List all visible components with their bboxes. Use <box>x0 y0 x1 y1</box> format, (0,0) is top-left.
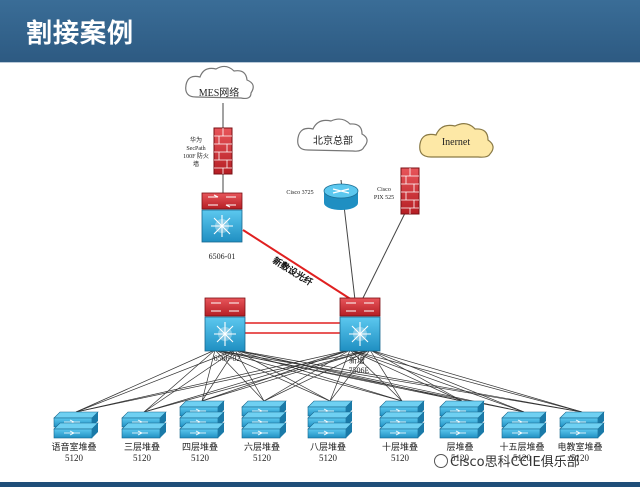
cloud-mes-label: MES网络 <box>199 86 240 99</box>
stack-name: 语音室堆叠 <box>51 441 96 452</box>
svg-text:墙: 墙 <box>193 160 199 168</box>
stack-name: 十五层堆叠 <box>499 441 544 452</box>
stack-switch-icon <box>179 400 225 439</box>
stack-name: 电教室堆叠 <box>557 441 602 452</box>
svg-text:7506E: 7506E <box>349 366 370 375</box>
access-links <box>75 349 583 413</box>
stack-switch-icon <box>559 411 605 439</box>
stack-model: 5120 <box>451 453 470 463</box>
stack-name: 四层堆叠 <box>182 442 218 452</box>
router-icon <box>323 183 359 210</box>
svg-text:Cisco: Cisco <box>377 187 391 193</box>
stack-name: 六层堆叠 <box>244 441 280 452</box>
stack-model: 5120 <box>191 453 210 463</box>
stack-model: 5120 <box>391 453 410 463</box>
cloud-mes: MES网络 <box>185 65 254 100</box>
svg-text:100F 防火: 100F 防火 <box>183 152 209 160</box>
cloud-beijing-label: 北京总部 <box>313 134 353 147</box>
page-title: 割接案例 <box>26 19 135 49</box>
stack-switch-icon <box>439 400 485 439</box>
stack-name: 十层堆叠 <box>382 441 418 452</box>
pix-label: Cisco PIX 525 <box>374 187 394 201</box>
access-stacks: 语音室堆叠5120三层堆叠5120四层堆叠5120六层堆叠5120八层堆叠512… <box>51 400 605 463</box>
wechat-icon <box>434 454 448 468</box>
title-bar: 割接案例 <box>0 0 640 62</box>
cloud-internet-label: Inernet <box>442 137 471 148</box>
newcore-label: 新增 7506E <box>349 355 370 375</box>
stack-name: 层堆叠 <box>446 442 473 452</box>
stack-model: 5120 <box>513 453 532 463</box>
firewall-icon <box>213 127 233 175</box>
watermark: Cisco思科CCIE俱乐部 <box>434 451 580 470</box>
pix-firewall-icon <box>400 167 420 215</box>
stack-model: 5120 <box>253 453 272 463</box>
core-switch-icon <box>339 297 381 352</box>
core-interconnect <box>245 322 340 334</box>
router-label: Cisco 3725 <box>286 190 313 196</box>
stack-model: 5120 <box>571 453 590 463</box>
core1-label: 6506-01 <box>209 252 236 261</box>
stack-model: 5120 <box>319 453 338 463</box>
stack-switch-icon <box>379 400 425 439</box>
svg-text:华为: 华为 <box>190 136 202 144</box>
svg-text:PIX 525: PIX 525 <box>374 195 394 201</box>
title-divider <box>0 62 640 63</box>
core-switch-icon <box>201 192 243 243</box>
stack-name: 三层堆叠 <box>124 442 160 452</box>
stack-switch-icon <box>501 411 547 439</box>
svg-text:新增: 新增 <box>349 355 365 365</box>
firewall-mes-label: 华为 SecPath 100F 防火 墙 <box>183 136 209 168</box>
stack-name: 八层堆叠 <box>310 442 346 452</box>
footer-bar <box>0 482 640 487</box>
stack-model: 5120 <box>65 453 84 463</box>
core2-label: 6506-02 <box>214 354 241 363</box>
svg-text:SecPath: SecPath <box>186 146 205 152</box>
stack-switch-icon <box>241 400 287 439</box>
stack-switch-icon <box>53 411 99 439</box>
stack-switch-icon <box>307 400 353 439</box>
stack-model: 5120 <box>133 453 152 463</box>
core-switch-icon <box>204 297 246 352</box>
cloud-internet: Inernet <box>419 123 494 158</box>
new-fiber-link <box>242 229 353 301</box>
cloud-beijing: 北京总部 <box>297 118 368 152</box>
stack-switch-icon <box>121 411 167 439</box>
